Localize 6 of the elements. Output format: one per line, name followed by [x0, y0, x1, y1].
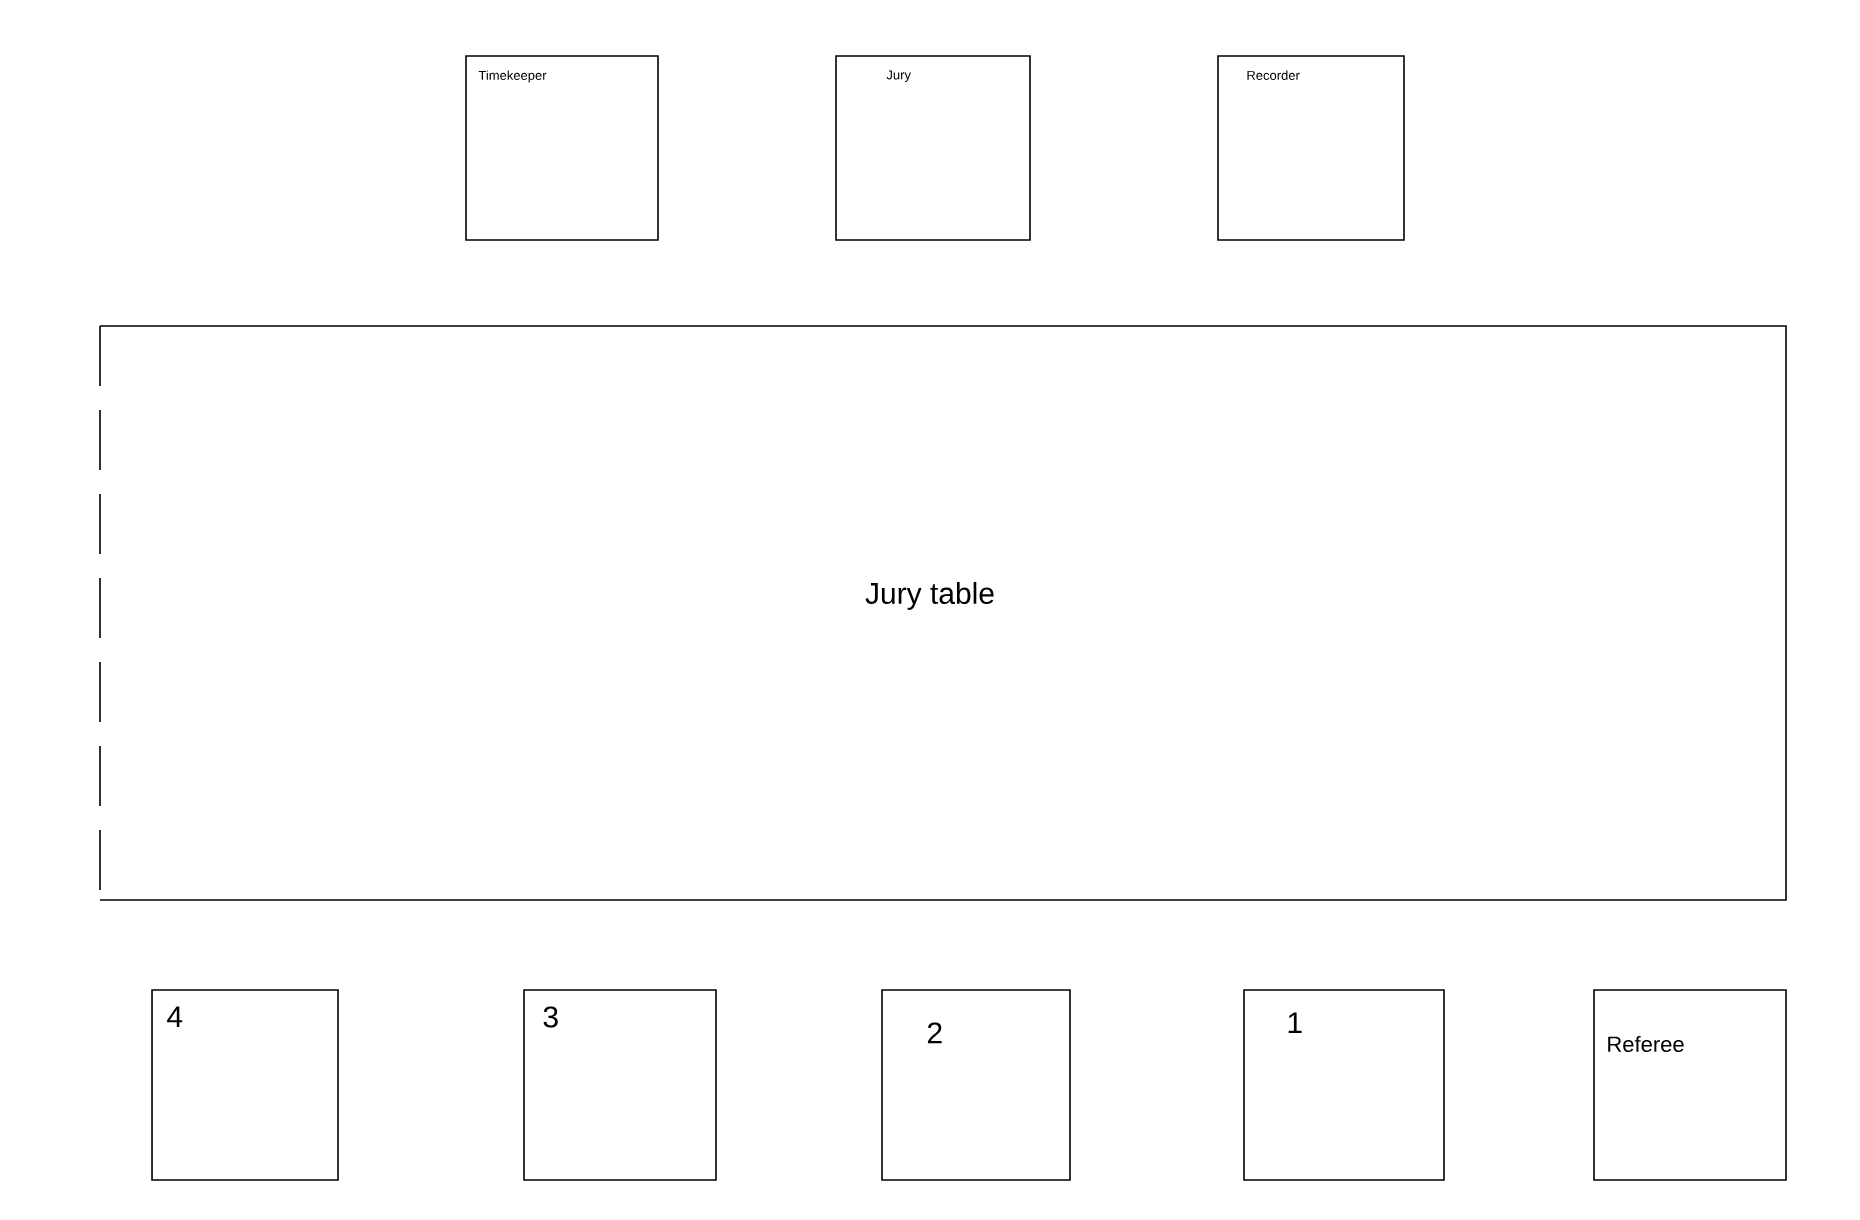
- seat-box: Referee: [1593, 989, 1787, 1181]
- seat-box: 1: [1243, 989, 1445, 1181]
- seat-box: 2: [881, 989, 1071, 1181]
- seat-box: 4: [151, 989, 339, 1181]
- seat-box: 3: [523, 989, 717, 1181]
- table-box: Jury table: [99, 325, 1787, 901]
